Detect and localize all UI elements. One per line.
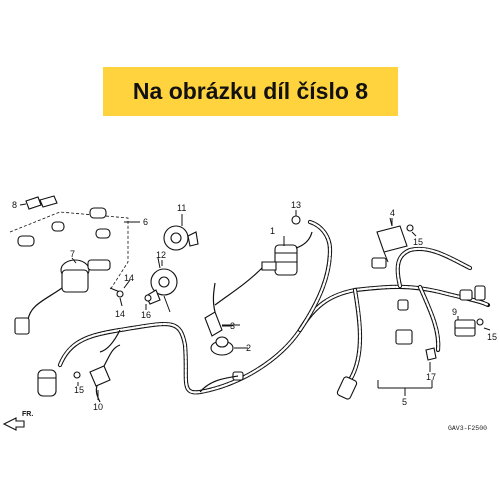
callout-2: 2	[246, 343, 251, 353]
callout-11: 11	[177, 203, 186, 213]
ignition-coil	[214, 231, 313, 306]
direction-label: FR.	[22, 411, 33, 418]
resistor-unit	[454, 319, 476, 337]
part-number-banner: Na obrázku díl číslo 8	[103, 67, 398, 116]
callout-14a: 14	[124, 273, 134, 283]
horn	[163, 214, 199, 251]
bolts	[73, 215, 484, 379]
ignition-switch-set	[9, 207, 138, 335]
callout-bracket-5	[377, 380, 433, 396]
coupler-10	[89, 344, 121, 403]
key	[19, 195, 58, 210]
callout-15b: 15	[74, 385, 84, 395]
callout-10: 10	[93, 402, 103, 412]
bulb-socket	[37, 369, 57, 397]
callout-1: 1	[270, 226, 275, 236]
callout-16: 16	[141, 310, 151, 320]
callout-7: 7	[70, 249, 75, 259]
callout-15a: 15	[413, 237, 423, 247]
callout-8: 8	[12, 200, 17, 210]
callout-13: 13	[291, 200, 301, 210]
callout-numbers: 1 2 3 4 5 6 7 8 9 10 11 12 13 14 14 15 1…	[12, 200, 497, 412]
harness-connectors	[99, 257, 486, 400]
leader-lines	[71, 210, 491, 400]
callout-4: 4	[390, 208, 395, 218]
callout-15c: 15	[487, 332, 497, 342]
callout-9: 9	[452, 307, 457, 317]
callout-6: 6	[143, 217, 148, 227]
plug-lead-end	[204, 282, 240, 337]
drawing-code: GAV3-F2500	[448, 425, 487, 432]
callout-5: 5	[402, 397, 407, 407]
main-wire-harness	[57, 219, 491, 395]
relay-unit	[376, 218, 408, 263]
callout-14b: 14	[115, 309, 125, 319]
horn-secondary	[145, 257, 178, 313]
callout-17: 17	[426, 372, 436, 382]
spark-plug-cap	[210, 336, 248, 356]
callout-12: 12	[156, 250, 166, 260]
clip-17	[425, 347, 437, 361]
callout-3: 3	[230, 321, 235, 331]
banner-text: Na obrázku díl číslo 8	[132, 78, 369, 104]
front-direction-arrow: FR.	[2, 411, 33, 431]
